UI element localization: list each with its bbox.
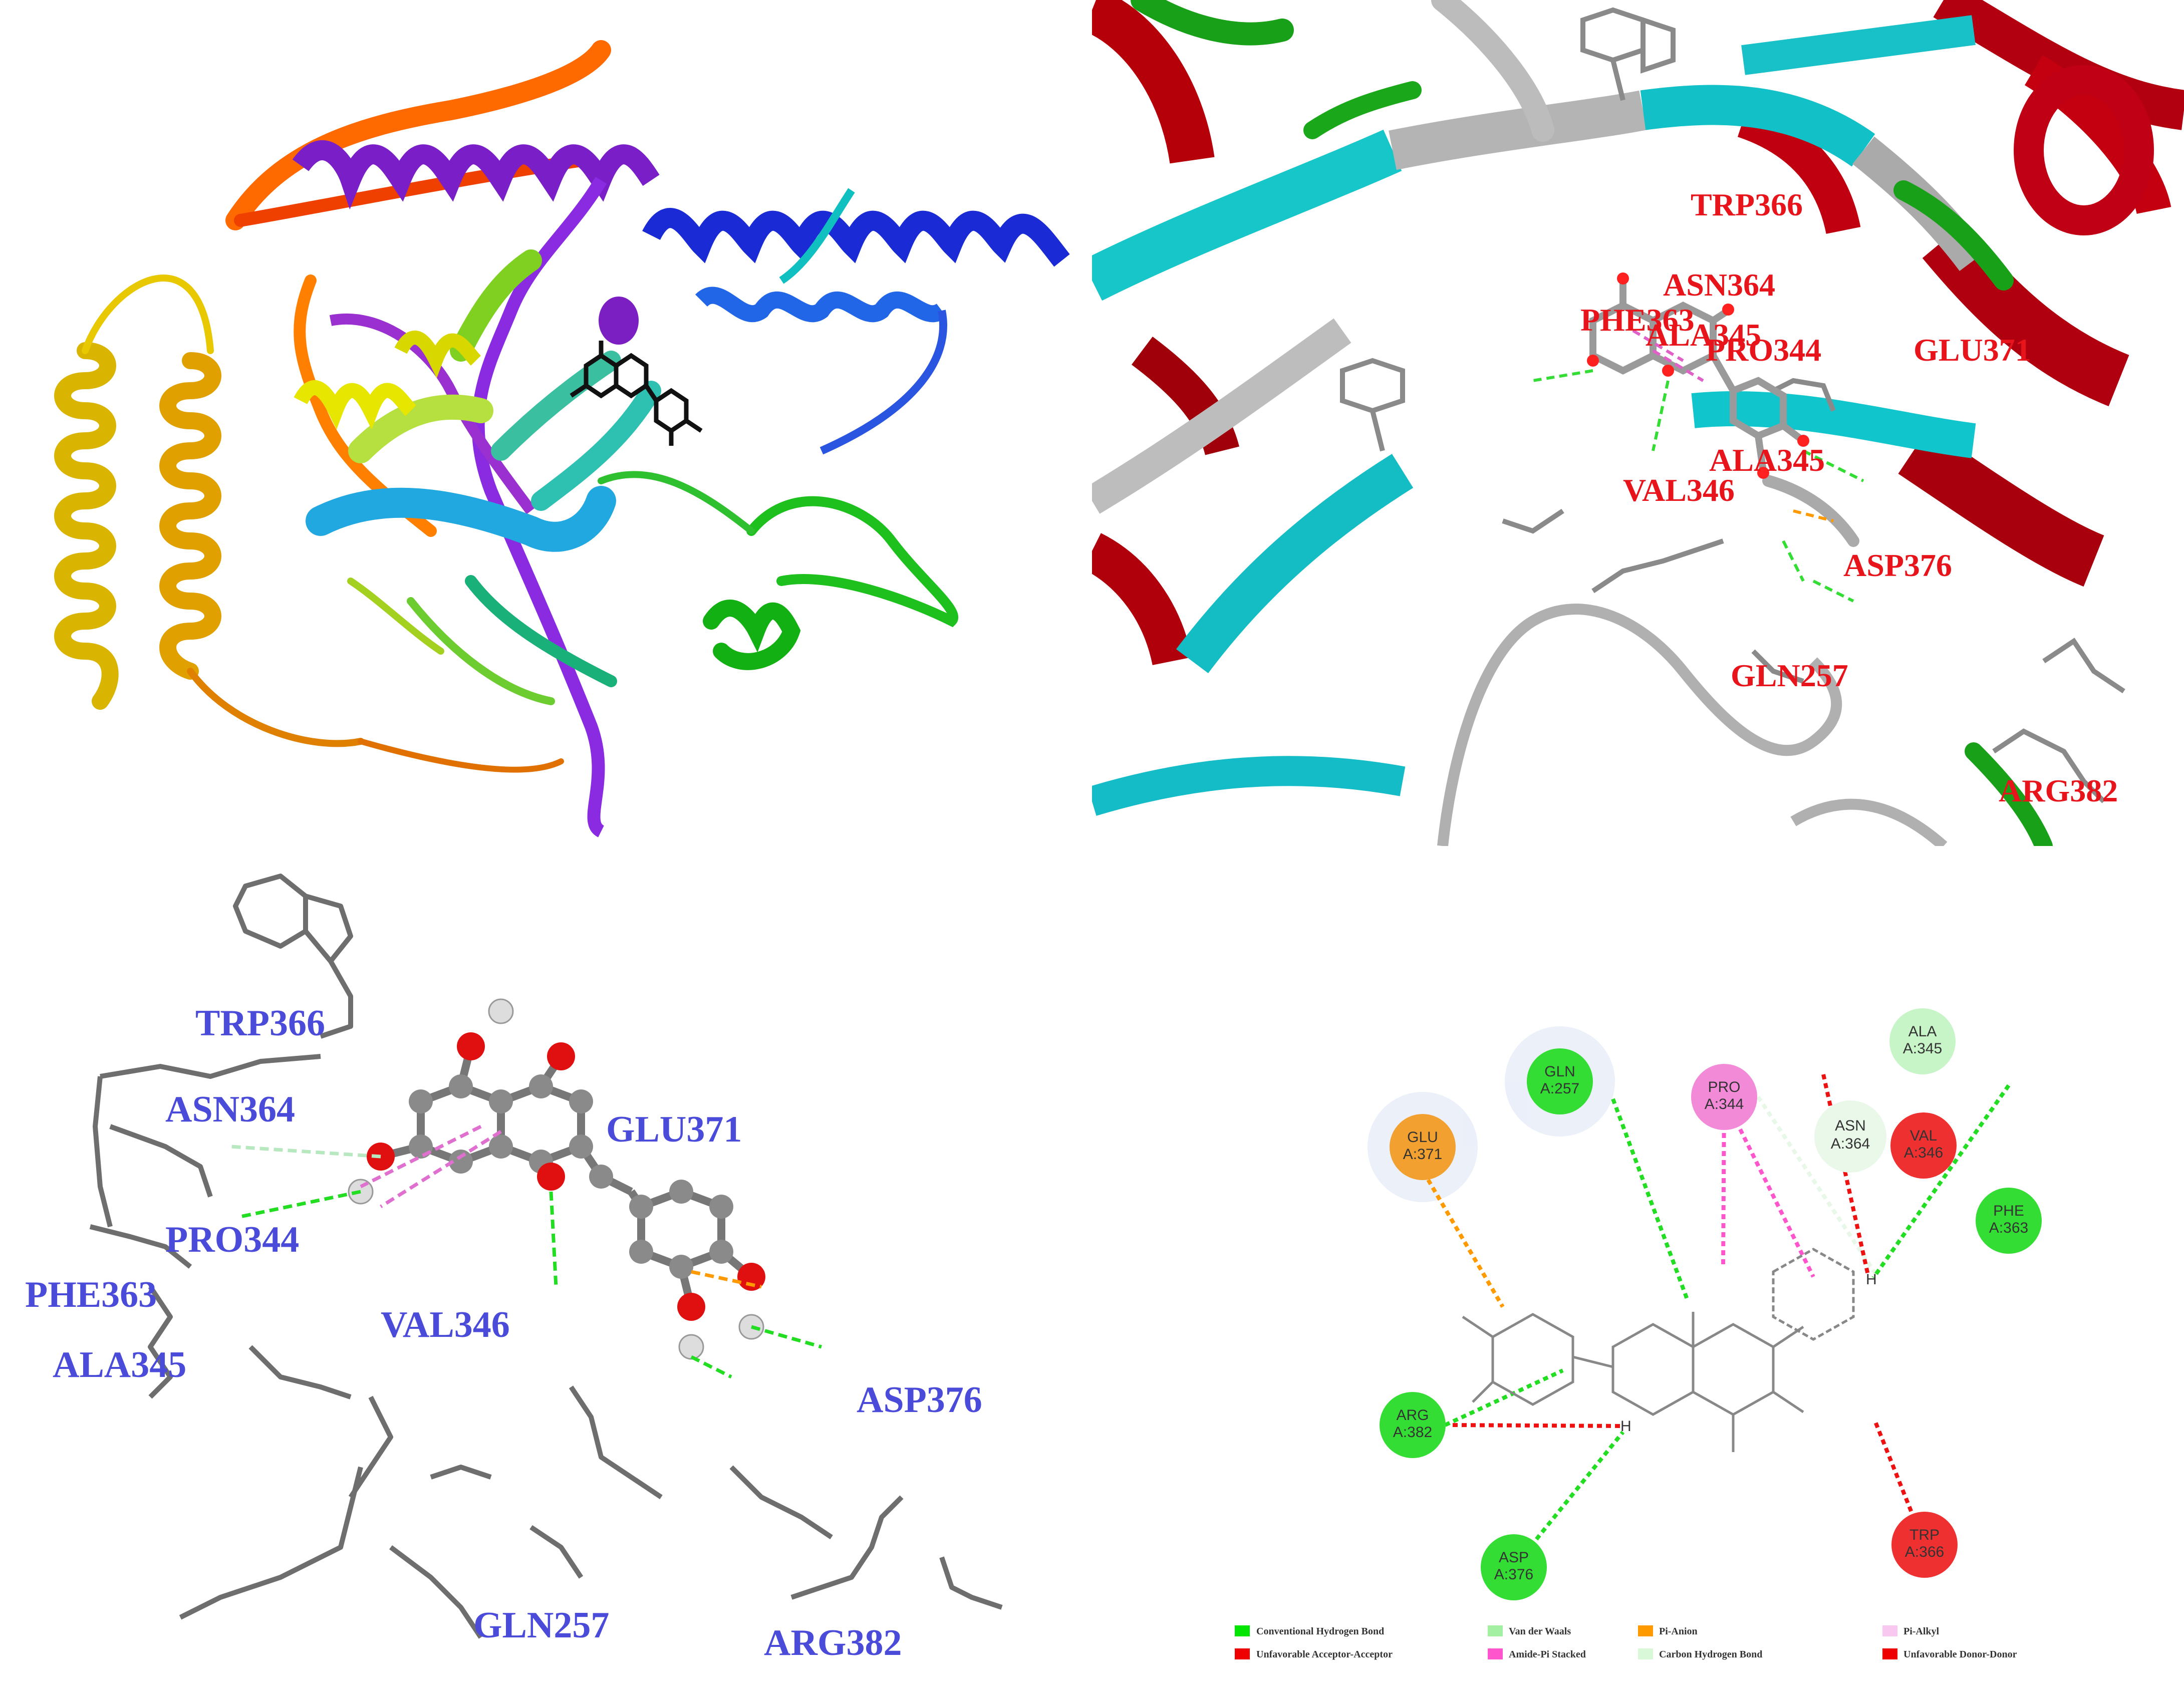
- svg-text:Pi-Alkyl: Pi-Alkyl: [1903, 1626, 1940, 1637]
- ball-stick-view: TRP366 ASN364 GLU371 PRO344 PHE363 VAL34…: [25, 874, 1003, 1663]
- legend-unfav-don: Unfavorable Donor-Donor: [1882, 1648, 2017, 1660]
- node-phe363: PHE A:363: [1976, 1188, 2042, 1254]
- svg-text:Unfavorable Donor-Donor: Unfavorable Donor-Donor: [1903, 1649, 2017, 1660]
- interaction-dashes: [1532, 329, 1864, 603]
- svg-text:TRP: TRP: [1909, 1527, 1940, 1543]
- legend-conv-hbond: Conventional Hydrogen Bond: [1235, 1625, 1384, 1637]
- protein-ribbon-view: [54, 40, 1070, 837]
- svg-text:Pi-Anion: Pi-Anion: [1659, 1626, 1698, 1637]
- svg-text:A:345: A:345: [1903, 1040, 1942, 1057]
- ligand-atom-spheres: [348, 998, 765, 1360]
- residue-labels-3d: TRP366 ASN364 PHE363 ALA345 PRO344 GLU37…: [1580, 187, 2118, 808]
- svg-text:PHE: PHE: [1993, 1203, 2024, 1219]
- legend-amide-pi: Amide-Pi Stacked: [1488, 1648, 1586, 1660]
- label-gln257: GLN257: [1731, 658, 1848, 693]
- interaction-dashes-2d: [230, 1124, 822, 1379]
- svg-text:GLU: GLU: [1407, 1129, 1438, 1146]
- label-asp376: ASP376: [857, 1379, 982, 1421]
- binding-site-3d-view: TRP366 ASN364 PHE363 ALA345 PRO344 GLU37…: [1092, 0, 2184, 846]
- svg-text:ASN: ASN: [1835, 1117, 1866, 1134]
- label-asp376: ASP376: [1843, 547, 1952, 583]
- node-ala345: ALA A:345: [1889, 1008, 1956, 1074]
- legend-pi-anion: Pi-Anion: [1638, 1625, 1698, 1637]
- label-ala345-upper: ALA345: [1646, 317, 1761, 353]
- svg-text:Amide-Pi Stacked: Amide-Pi Stacked: [1509, 1649, 1586, 1660]
- label-pro344: PRO344: [1706, 332, 1821, 368]
- node-arg382: ARG A:382: [1380, 1392, 1446, 1458]
- svg-text:A:376: A:376: [1494, 1566, 1533, 1583]
- svg-text:Carbon Hydrogen Bond: Carbon Hydrogen Bond: [1659, 1649, 1762, 1660]
- label-phe363: PHE363: [25, 1274, 157, 1315]
- svg-text:A:257: A:257: [1540, 1080, 1579, 1097]
- label-arg382: ARG382: [1999, 773, 2118, 808]
- node-pro344: PRO A:344: [1691, 1064, 1757, 1130]
- residue-nodes: ALA A:345 ASN A:364 VAL A:346 PHE A:363 …: [1380, 1008, 2042, 1600]
- label-phe363: PHE363: [1580, 302, 1695, 338]
- label-trp366: TRP366: [1691, 187, 1803, 222]
- green-loop-region: [598, 471, 959, 670]
- legend-ch-bond: Carbon Hydrogen Bond: [1638, 1648, 1762, 1660]
- residue-halos: [1368, 1026, 1615, 1202]
- ligand-stick-model: [570, 341, 703, 446]
- node-asn364: ASN A:364: [1814, 1100, 1886, 1173]
- label-ala345: ALA345: [53, 1344, 186, 1385]
- ligand-atoms: [1587, 272, 1809, 479]
- node-glu371: GLU A:371: [1390, 1114, 1456, 1180]
- interaction-2d-panel: H H ALA A:345 ASN A:364 VAL A:346 PHE: [1092, 846, 2184, 1692]
- node-trp366: TRP A:366: [1891, 1512, 1958, 1578]
- legend-vdw: Van der Waals: [1488, 1625, 1571, 1637]
- yellow-helix-bundle: [54, 274, 364, 747]
- label-val346: VAL346: [381, 1304, 510, 1345]
- svg-text:GLN: GLN: [1544, 1063, 1575, 1080]
- label-gln257: GLN257: [473, 1605, 609, 1646]
- gray-coil: [1437, 604, 1948, 846]
- svg-text:PRO: PRO: [1708, 1079, 1740, 1095]
- svg-text:H: H: [1620, 1418, 1631, 1435]
- small-yellow-helices: [294, 331, 481, 430]
- legend-pi-alkyl: Pi-Alkyl: [1882, 1625, 1940, 1637]
- svg-text:A:371: A:371: [1403, 1146, 1442, 1163]
- ligand-bonds: [380, 1045, 754, 1308]
- svg-text:ALA: ALA: [1908, 1023, 1937, 1040]
- interaction-legend: Conventional Hydrogen Bond Van der Waals…: [1235, 1625, 2017, 1660]
- central-beta-sheet: [306, 249, 661, 705]
- svg-text:A:363: A:363: [1989, 1220, 2028, 1236]
- label-val346: VAL346: [1623, 472, 1735, 508]
- svg-text:H: H: [1866, 1271, 1877, 1288]
- label-glu371: GLU371: [1914, 332, 2031, 368]
- label-pro344: PRO344: [165, 1219, 299, 1260]
- node-val346: VAL A:346: [1890, 1112, 1957, 1179]
- svg-text:A:382: A:382: [1393, 1424, 1432, 1441]
- label-trp366: TRP366: [195, 1003, 325, 1044]
- protein-ribbon-panel: [0, 0, 1092, 846]
- svg-text:A:346: A:346: [1904, 1145, 1943, 1161]
- label-asn364: ASN364: [1663, 267, 1775, 303]
- svg-text:VAL: VAL: [1910, 1127, 1937, 1144]
- node-asp376: ASP A:376: [1481, 1534, 1547, 1600]
- h-atom-label: H H: [1620, 1271, 1877, 1435]
- residue-stick-models: [89, 874, 1003, 1639]
- green-loops: [1131, 0, 2053, 846]
- blue-helix-bundle: [642, 188, 1070, 455]
- svg-text:ARG: ARG: [1396, 1407, 1429, 1424]
- svg-text:Van der Waals: Van der Waals: [1509, 1626, 1571, 1637]
- label-asn364: ASN364: [165, 1089, 295, 1130]
- svg-text:A:344: A:344: [1705, 1096, 1744, 1112]
- ball-stick-panel: TRP366 ASN364 GLU371 PRO344 PHE363 VAL34…: [0, 846, 1092, 1692]
- svg-text:Unfavorable Acceptor-Acceptor: Unfavorable Acceptor-Acceptor: [1256, 1649, 1393, 1660]
- binding-site-3d-panel: TRP366 ASN364 PHE363 ALA345 PRO344 GLU37…: [1092, 0, 2184, 846]
- residue-labels-2d: TRP366 ASN364 GLU371 PRO344 PHE363 VAL34…: [25, 1003, 982, 1663]
- legend-unfav-acc: Unfavorable Acceptor-Acceptor: [1235, 1648, 1393, 1660]
- interaction-2d-diagram: H H ALA A:345 ASN A:364 VAL A:346 PHE: [1235, 1008, 2042, 1660]
- residue-sticks: [1340, 7, 2125, 803]
- svg-text:A:364: A:364: [1831, 1136, 1870, 1152]
- svg-text:Conventional Hydrogen Bond: Conventional Hydrogen Bond: [1256, 1626, 1384, 1637]
- label-arg382: ARG382: [764, 1622, 902, 1663]
- ligand-2d-structure: [1462, 1248, 1855, 1452]
- node-gln257: GLN A:257: [1527, 1048, 1593, 1114]
- label-ala345-lower: ALA345: [1709, 442, 1825, 478]
- svg-text:ASP: ASP: [1499, 1549, 1529, 1566]
- svg-text:A:366: A:366: [1905, 1544, 1944, 1560]
- label-glu371: GLU371: [606, 1109, 742, 1150]
